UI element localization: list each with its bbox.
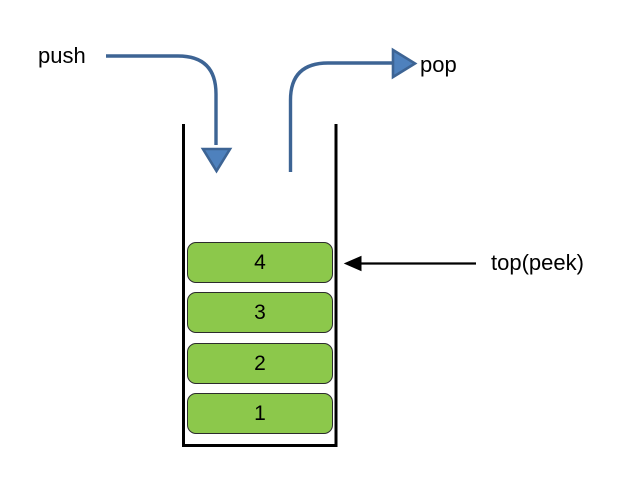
push-arrow-head-icon <box>200 147 233 174</box>
pop-arrow-shaft <box>288 61 396 172</box>
push-arrow <box>106 54 233 174</box>
pop-arrow <box>288 47 418 172</box>
push-label: push <box>38 43 86 68</box>
top-peek-arrow <box>343 255 476 272</box>
top-peek-label: top(peek) <box>491 250 584 275</box>
pop-arrow-head-icon <box>391 47 418 80</box>
push-arrow-shaft <box>106 54 218 145</box>
stack-cell-top[interactable]: 4 <box>187 242 333 283</box>
stack-container <box>182 124 338 447</box>
pop-label: pop <box>420 52 457 77</box>
stack-container-outline <box>182 124 338 447</box>
stack-cell-bottom[interactable]: 1 <box>187 393 333 434</box>
stack-cell-third[interactable]: 2 <box>187 343 333 384</box>
stack-cell-second[interactable]: 3 <box>187 292 333 333</box>
top-peek-arrow-head-icon <box>343 255 362 272</box>
